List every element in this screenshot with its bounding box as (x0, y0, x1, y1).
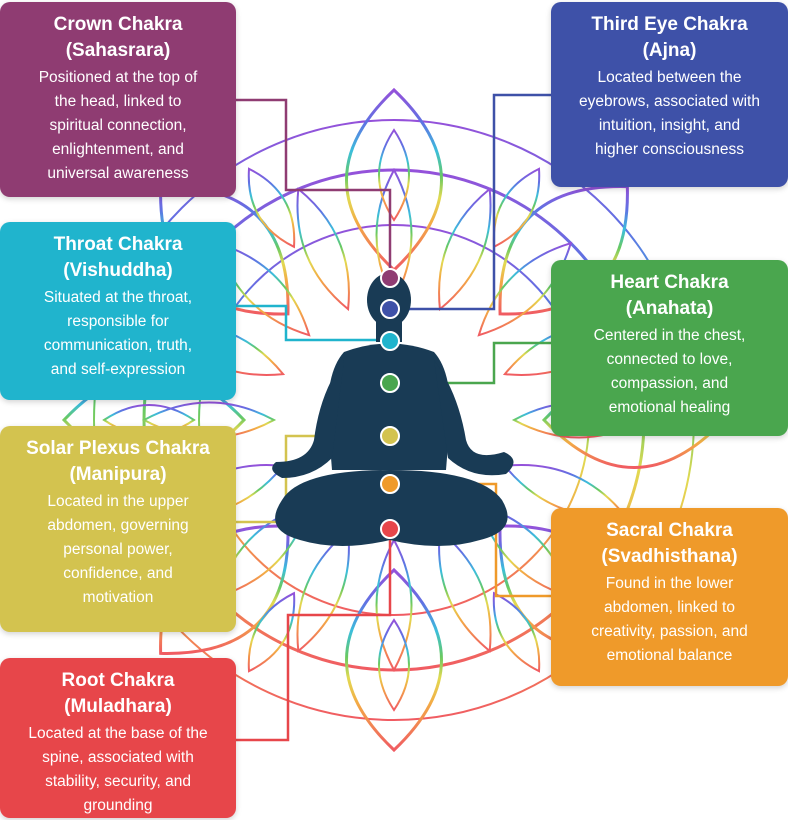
mandala-petal (296, 528, 350, 653)
crown-desc-line: universal awareness (47, 165, 189, 182)
solar-desc-line: confidence, and (63, 565, 173, 582)
solar-desc-line: motivation (82, 589, 154, 606)
sacral-desc-line: creativity, passion, and (591, 623, 748, 640)
heart-desc-line: emotional healing (608, 399, 731, 416)
throat-desc-line: communication, truth, (43, 337, 193, 354)
connector-third-eye (390, 93, 551, 311)
throat-title-sanskrit: (Vishuddha) (63, 260, 173, 281)
third-eye-description: Located between the eyebrows, associated… (559, 66, 780, 162)
sacral-desc-line: Found in the lower (605, 575, 734, 592)
heart-title-name: Heart Chakra (610, 272, 729, 293)
third-eye-desc-line: eyebrows, associated with (579, 93, 760, 110)
sacral-desc-line: abdomen, linked to (604, 599, 735, 616)
solar-desc-line: abdomen, governing (47, 517, 189, 534)
crown-desc-line: enlightenment, and (52, 141, 184, 158)
card-throat-chakra: Throat Chakra (Vishuddha) Situated at th… (0, 222, 236, 400)
throat-desc-line: Situated at the throat, (43, 289, 193, 306)
mandala-petal (438, 187, 492, 312)
dot-throat (380, 331, 400, 351)
crown-title-name: Crown Chakra (53, 14, 183, 35)
crown-desc-line: spiritual connection, (49, 117, 187, 134)
mandala-petal (247, 167, 296, 249)
mandala-petal (247, 591, 296, 673)
root-description: Located at the base of the spine, associ… (8, 722, 228, 818)
root-desc-line: Located at the base of the (28, 725, 208, 742)
chakra-dots (380, 268, 400, 539)
throat-desc-line: and self-expression (50, 361, 186, 378)
card-heart-chakra: Heart Chakra (Anahata) Centered in the c… (551, 260, 788, 436)
crown-title-sanskrit: (Sahasrara) (65, 40, 171, 61)
root-desc-line: grounding (83, 797, 153, 814)
meditating-silhouette (272, 273, 514, 546)
dot-crown (380, 268, 400, 288)
card-solar-plexus-chakra: Solar Plexus Chakra (Manipura) Located i… (0, 426, 236, 632)
connector-crown (236, 98, 392, 275)
solar-desc-line: Located in the upper (47, 493, 189, 510)
heart-title-sanskrit: (Anahata) (625, 298, 714, 319)
third-eye-title-sanskrit: (Ajna) (642, 40, 697, 61)
heart-desc-line: connected to love, (606, 351, 733, 368)
mandala-petal (345, 567, 443, 753)
dot-root (380, 519, 400, 539)
mandala-petal (492, 167, 541, 249)
heart-desc-line: compassion, and (610, 375, 729, 392)
mandala-petal (345, 87, 443, 273)
solar-title-sanskrit: (Manipura) (69, 464, 167, 485)
sacral-description: Found in the lower abdomen, linked to cr… (559, 572, 780, 668)
mandala-petal (477, 241, 573, 337)
mandala-petal (375, 167, 413, 303)
card-root-chakra: Root Chakra (Muladhara) Located at the b… (0, 658, 236, 818)
crown-desc-line: Positioned at the top of (38, 69, 198, 86)
throat-desc-line: responsible for (67, 313, 169, 330)
third-eye-desc-line: higher consciousness (594, 141, 745, 158)
third-eye-title-name: Third Eye Chakra (591, 14, 748, 35)
mandala-petal (296, 187, 350, 312)
connector-root (236, 528, 392, 742)
dot-third-eye (380, 299, 400, 319)
heart-desc-line: Centered in the chest, (593, 327, 746, 344)
mandala-petal (492, 591, 541, 673)
card-sacral-chakra: Sacral Chakra (Svadhisthana) Found in th… (551, 508, 788, 686)
card-crown-chakra: Crown Chakra (Sahasrara) Positioned at t… (0, 2, 236, 197)
crown-description: Positioned at the top of the head, linke… (8, 66, 228, 186)
dot-sacral (380, 474, 400, 494)
root-desc-line: spine, associated with (42, 749, 194, 766)
mandala-petal (375, 537, 413, 673)
sacral-desc-line: emotional balance (606, 647, 733, 664)
third-eye-desc-line: Located between the (597, 69, 742, 86)
connector-throat (236, 304, 390, 342)
heart-description: Centered in the chest, connected to love… (559, 324, 780, 420)
root-title-sanskrit: (Muladhara) (64, 696, 172, 717)
card-third-eye-chakra: Third Eye Chakra (Ajna) Located between … (551, 2, 788, 187)
third-eye-desc-line: intuition, insight, and (598, 117, 741, 134)
solar-description: Located in the upper abdomen, governing … (8, 490, 228, 610)
crown-desc-line: the head, linked to (54, 93, 182, 110)
dot-solar (380, 426, 400, 446)
solar-desc-line: personal power, (63, 541, 173, 558)
sacral-title-sanskrit: (Svadhisthana) (601, 546, 738, 567)
throat-description: Situated at the throat, responsible for … (8, 286, 228, 382)
sacral-title-name: Sacral Chakra (606, 520, 733, 541)
root-title-name: Root Chakra (61, 670, 175, 691)
throat-title-name: Throat Chakra (53, 234, 183, 255)
solar-title-name: Solar Plexus Chakra (26, 438, 210, 459)
root-desc-line: stability, security, and (45, 773, 191, 790)
dot-heart (380, 373, 400, 393)
mandala-petal (378, 618, 410, 712)
mandala-petal (378, 128, 410, 222)
mandala-petal (438, 528, 492, 653)
